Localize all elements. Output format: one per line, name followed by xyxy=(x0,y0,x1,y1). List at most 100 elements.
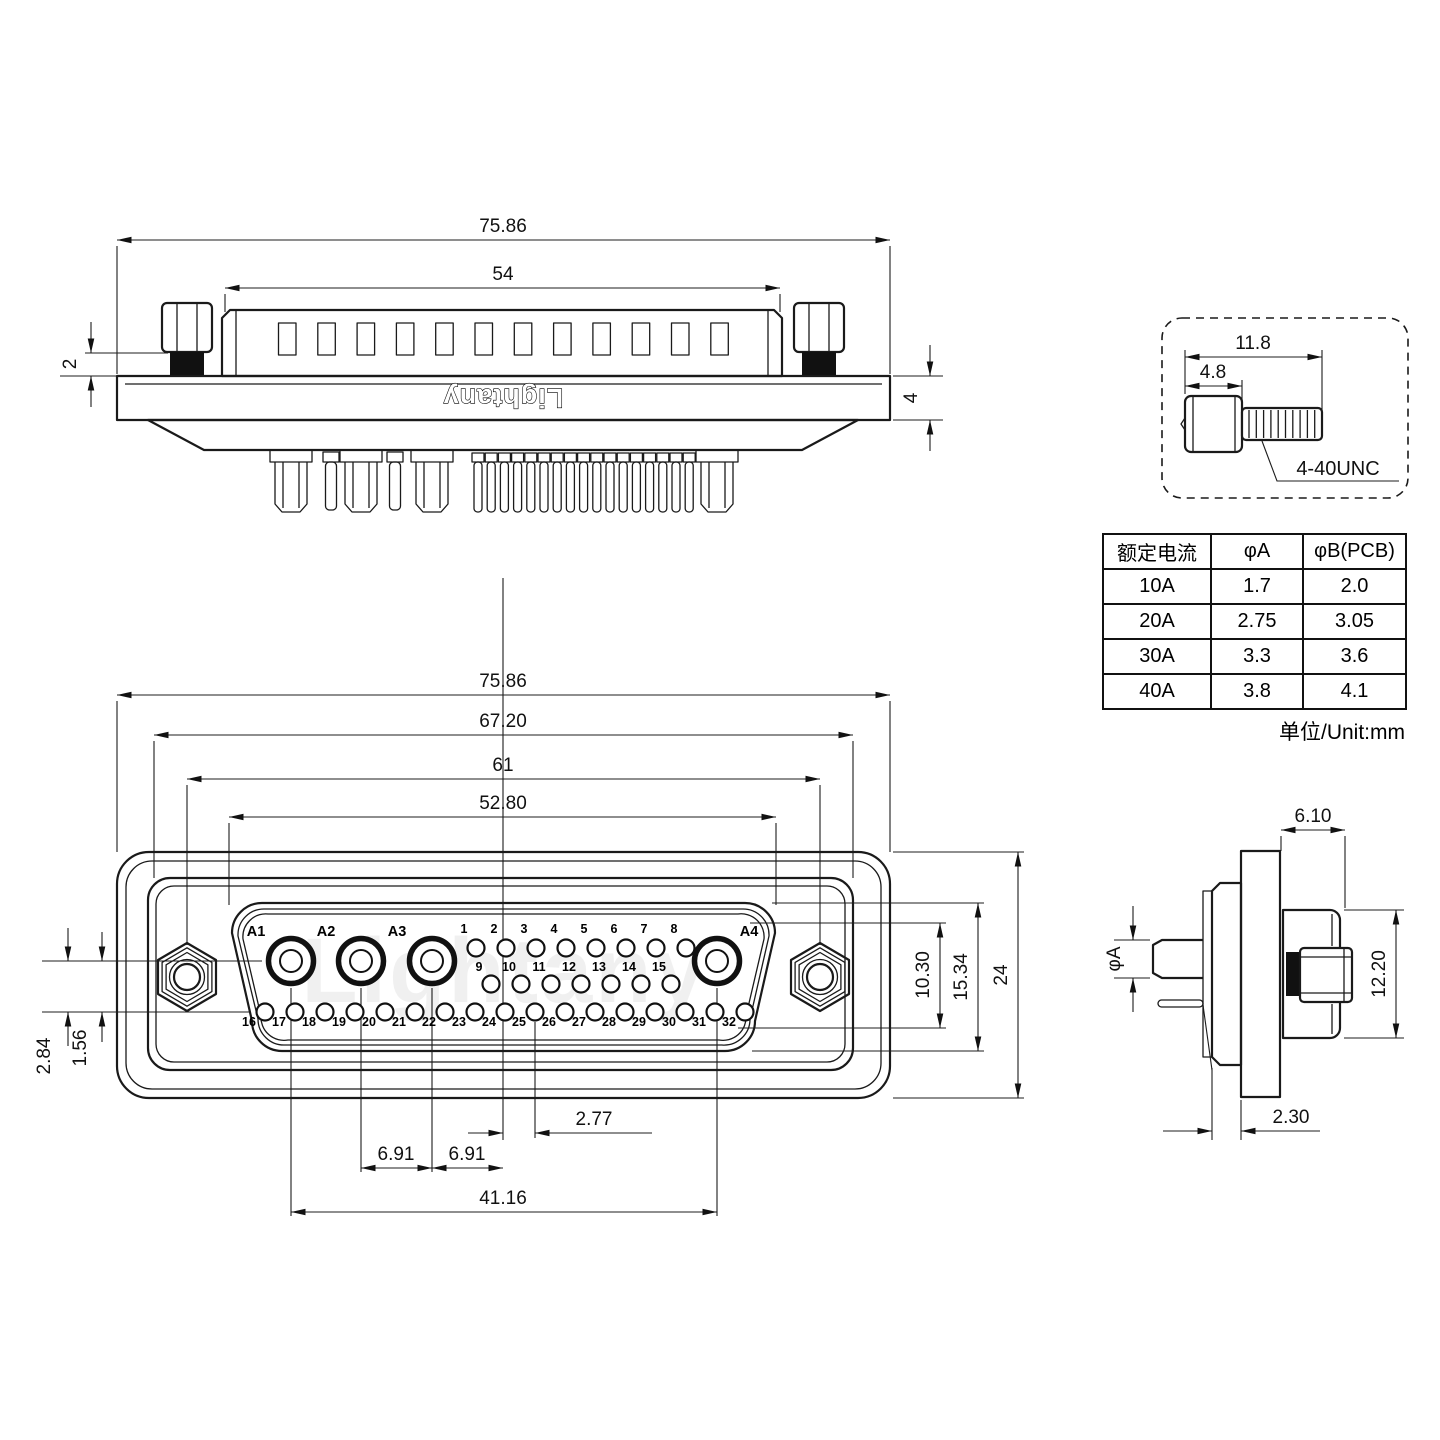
signal-pin-8 xyxy=(676,938,696,958)
signal-pin-label: 19 xyxy=(332,1015,346,1029)
signal-pin-label: 28 xyxy=(602,1015,616,1029)
threaded-shaft xyxy=(1240,406,1324,442)
table-cell: 10A xyxy=(1102,568,1212,605)
table-cell: 2.75 xyxy=(1210,603,1304,640)
dim-label: 24 xyxy=(991,964,1012,986)
signal-pin-label: 13 xyxy=(592,960,606,974)
signal-pin-21 xyxy=(405,1002,425,1022)
signal-pin-18 xyxy=(315,1002,335,1022)
dim-label: 2.30 xyxy=(1273,1107,1310,1128)
signal-pin-label: 25 xyxy=(512,1015,526,1029)
signal-pin-label: 8 xyxy=(671,922,678,936)
signal-pin-9 xyxy=(481,974,501,994)
signal-pin-13 xyxy=(601,974,621,994)
inset-border xyxy=(1161,317,1409,499)
signal-pin-label: 32 xyxy=(722,1015,736,1029)
signal-pin-label: 31 xyxy=(692,1015,706,1029)
side-insulator xyxy=(1210,881,1243,1067)
signal-pin-24 xyxy=(495,1002,515,1022)
insert-d-shape xyxy=(230,901,777,1053)
power-pin-label: A3 xyxy=(388,924,407,940)
signal-pin-19 xyxy=(345,1002,365,1022)
table-cell: 3.6 xyxy=(1302,638,1407,675)
thread-spec-callout: 4-40UNC xyxy=(1261,440,1399,482)
dim-label: 1.56 xyxy=(70,1030,91,1067)
signal-pin-11 xyxy=(541,974,561,994)
signal-pin-label: 18 xyxy=(302,1015,316,1029)
dim-label: 11.8 xyxy=(1235,333,1271,354)
dim-side-depth: 6.10 xyxy=(1280,806,1346,908)
signal-pin-17 xyxy=(285,1002,305,1022)
signal-pin-5 xyxy=(586,938,606,958)
thread-section xyxy=(170,352,204,375)
dim-top-flange-thickness: 4 xyxy=(893,345,943,451)
table-header-cell: 额定电流 xyxy=(1102,533,1212,570)
dim-label: 6.91 xyxy=(449,1144,486,1165)
thread-spec-label: 4-40UNC xyxy=(1296,458,1379,480)
signal-pin-label: 5 xyxy=(581,922,588,936)
signal-pin-label: 2 xyxy=(491,922,498,936)
thread-lines xyxy=(1248,410,1316,438)
table-cell: 2.0 xyxy=(1302,568,1407,605)
dim-front-signal-offset: 2.77 xyxy=(468,1109,652,1137)
dim-front-pitch-right: 6.91 xyxy=(432,1144,503,1172)
signal-pin-label: 23 xyxy=(452,1015,466,1029)
signal-pin-14 xyxy=(631,974,651,994)
dim-label: 4 xyxy=(901,392,922,403)
signal-pin-label: 30 xyxy=(662,1015,676,1029)
signal-pin-label: 17 xyxy=(272,1015,286,1029)
dim-label: 10.30 xyxy=(913,951,934,999)
signal-pin-22 xyxy=(435,1002,455,1022)
brand-logo: Lightany xyxy=(443,383,564,413)
signal-pin-23 xyxy=(465,1002,485,1022)
signal-pin-label: 27 xyxy=(572,1015,586,1029)
jack-screw-right xyxy=(792,301,846,375)
dim-front-row-offset-1: 2.84 xyxy=(34,928,72,1074)
dim-label: 4.8 xyxy=(1200,362,1226,383)
connector-body-top xyxy=(220,308,784,378)
thread-section xyxy=(802,352,836,375)
signal-pin-label: 16 xyxy=(242,1015,256,1029)
dim-side-face-offset: 2.30 xyxy=(1163,1068,1320,1140)
signal-pin-6 xyxy=(616,938,636,958)
dim-front-insert-height: 15.34 xyxy=(951,903,982,1051)
screw-drawing xyxy=(1180,394,1324,454)
signal-pin-29 xyxy=(645,1002,665,1022)
dim-label: 2.84 xyxy=(34,1037,55,1074)
dim-top-screw-gap: 2 xyxy=(60,322,168,407)
jack-screw-left xyxy=(160,301,214,375)
signal-pin-10 xyxy=(511,974,531,994)
unit-note: 单位/Unit:mm xyxy=(1279,721,1405,744)
dim-front-row-span: 10.30 xyxy=(913,923,944,1028)
front-view: Lightany 75.86 67.20 61 52.80 xyxy=(34,578,1024,1216)
dim-front-pitch-left: 6.91 xyxy=(361,1144,432,1172)
mounting-nut-right xyxy=(789,941,851,1013)
dim-front-row-offset-2: 1.56 xyxy=(70,932,106,1067)
power-tail-a3 xyxy=(410,449,454,513)
power-pin-side xyxy=(1151,938,1203,980)
signal-pin-label: 3 xyxy=(521,922,528,936)
thread-section xyxy=(1286,952,1300,996)
signal-pin-25 xyxy=(525,1002,545,1022)
signal-pin-label: 29 xyxy=(632,1015,646,1029)
table-cell: 30A xyxy=(1102,638,1212,675)
dim-label: 6.91 xyxy=(378,1144,415,1165)
dim-side-shell-height: 12.20 xyxy=(1344,909,1404,1039)
signal-pin-label: 1 xyxy=(461,922,468,936)
power-pin-label: A4 xyxy=(740,924,759,940)
signal-pin-label: 12 xyxy=(562,960,576,974)
top-view: 75.86 54 xyxy=(60,216,943,513)
signal-pin-label: 4 xyxy=(551,922,558,936)
signal-tail xyxy=(386,451,404,511)
dim-top-body-width: 54 xyxy=(224,264,781,312)
dim-label: 12.20 xyxy=(1369,950,1390,998)
insulator-slots xyxy=(277,322,729,356)
dim-front-power-span: 41.16 xyxy=(291,1188,717,1216)
signal-pin-label: 22 xyxy=(422,1015,436,1029)
signal-pin-4 xyxy=(556,938,576,958)
